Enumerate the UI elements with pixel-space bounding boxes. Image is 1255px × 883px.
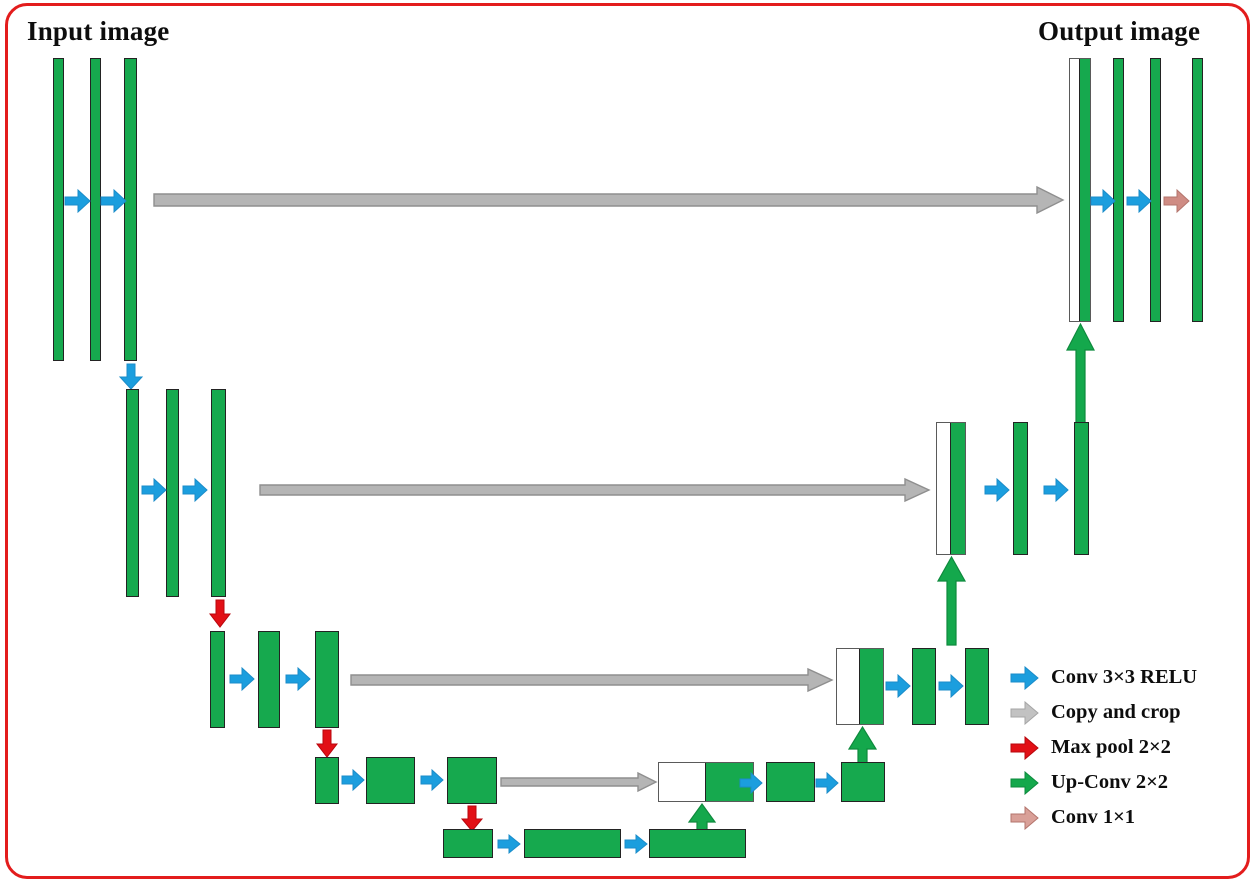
legend-label-upconv: Up-Conv 2×2	[1051, 771, 1169, 793]
conv-arrow-l3-e1	[229, 666, 255, 692]
red-right-arrow-icon	[1005, 735, 1045, 761]
conv-arrow-l3-e2	[285, 666, 311, 692]
conv-arrow-l1-d1	[1090, 188, 1116, 214]
legend-item-copy-crop: Copy and crop	[1005, 695, 1197, 730]
feature-block-l4-d2	[766, 762, 815, 802]
conv-arrow-bottleneck-1	[497, 833, 521, 855]
legend-label-conv1x1: Conv 1×1	[1051, 806, 1136, 828]
legend-item-maxpool: Max pool 2×2	[1005, 730, 1197, 765]
feature-block-l1-d4	[1192, 58, 1203, 322]
conv-arrow-l1-d2	[1126, 188, 1152, 214]
legend-label-conv3x3: Conv 3×3 RELU	[1051, 666, 1198, 688]
concat-half-green	[950, 423, 965, 554]
concat-block-l3-d1	[836, 648, 884, 725]
conv-arrow-l2-e1	[141, 477, 167, 503]
conv-arrow-l4-e1	[341, 768, 365, 792]
pink-right-arrow-icon	[1005, 805, 1045, 831]
gray-right-arrow-icon	[1005, 700, 1045, 726]
conv-arrow-l1-e2	[100, 188, 127, 214]
conv-arrow-l3-d1	[885, 673, 911, 699]
feature-block-l3-d3	[965, 648, 989, 725]
copy-crop-arrow-l1	[153, 185, 1065, 215]
conv-arrow-l4-e2	[420, 768, 444, 792]
max-pool-arrow-l2-l3	[208, 599, 232, 628]
concat-half-green	[1079, 59, 1090, 321]
up-conv-arrow-l2-l1	[1066, 322, 1095, 429]
conv-arrow-l2-d2	[1043, 477, 1069, 503]
feature-block-l2-e2	[166, 389, 179, 597]
feature-block-bottleneck-3	[649, 829, 746, 858]
legend-item-conv1x1: Conv 1×1	[1005, 800, 1197, 835]
conv-arrow-l4-d2	[815, 771, 839, 795]
max-pool-arrow-l3-l4	[315, 729, 339, 758]
legend-item-upconv: Up-Conv 2×2	[1005, 765, 1197, 800]
concat-block-l1-d1	[1069, 58, 1091, 322]
feature-block-l1-e2	[90, 58, 101, 361]
conv-arrow-l1-e1	[64, 188, 91, 214]
legend: Conv 3×3 RELU Copy and crop Max pool 2×2	[1005, 660, 1197, 835]
feature-block-l3-d2	[912, 648, 936, 725]
downsample-arrow-l1-l2	[118, 363, 144, 390]
copy-crop-arrow-l2	[259, 477, 931, 503]
feature-block-l3-e1	[210, 631, 225, 728]
max-pool-arrow-l4-bottleneck	[460, 805, 484, 832]
feature-block-l2-d3	[1074, 422, 1089, 555]
concat-block-l2-d1	[936, 422, 966, 555]
legend-item-conv3x3: Conv 3×3 RELU	[1005, 660, 1197, 695]
feature-block-l1-d2	[1113, 58, 1124, 322]
copy-crop-arrow-l4	[500, 771, 658, 793]
conv-1x1-arrow-output	[1163, 188, 1190, 214]
input-image-label: Input image	[27, 16, 170, 46]
blue-right-arrow-icon	[1005, 665, 1045, 691]
conv-arrow-l2-e2	[182, 477, 208, 503]
legend-label-copy-crop: Copy and crop	[1051, 701, 1181, 723]
output-image-label: Output image	[1038, 16, 1201, 46]
feature-block-l2-d2	[1013, 422, 1028, 555]
feature-block-l3-e2	[258, 631, 280, 728]
copy-crop-arrow-l3	[350, 667, 834, 693]
legend-label-maxpool: Max pool 2×2	[1051, 736, 1171, 758]
conv-arrow-bottleneck-2	[624, 833, 648, 855]
feature-block-l1-e1	[53, 58, 64, 361]
feature-block-l4-e1	[315, 757, 339, 804]
feature-block-l3-e3	[315, 631, 339, 728]
feature-block-l4-d3	[841, 762, 885, 802]
feature-block-bottleneck-1	[443, 829, 493, 858]
feature-block-l4-e3	[447, 757, 497, 804]
up-conv-arrow-l3-l2	[936, 555, 967, 646]
conv-arrow-l2-d1	[984, 477, 1010, 503]
conv-arrow-l4-d1	[739, 771, 763, 795]
feature-block-l1-d3	[1150, 58, 1161, 322]
feature-block-l4-e2	[366, 757, 415, 804]
green-right-arrow-icon	[1005, 770, 1045, 796]
feature-block-l1-e3	[124, 58, 137, 361]
feature-block-bottleneck-2	[524, 829, 621, 858]
concat-half-green	[859, 649, 883, 724]
feature-block-l2-e3	[211, 389, 226, 597]
conv-arrow-l3-d2	[938, 673, 964, 699]
feature-block-l2-e1	[126, 389, 139, 597]
